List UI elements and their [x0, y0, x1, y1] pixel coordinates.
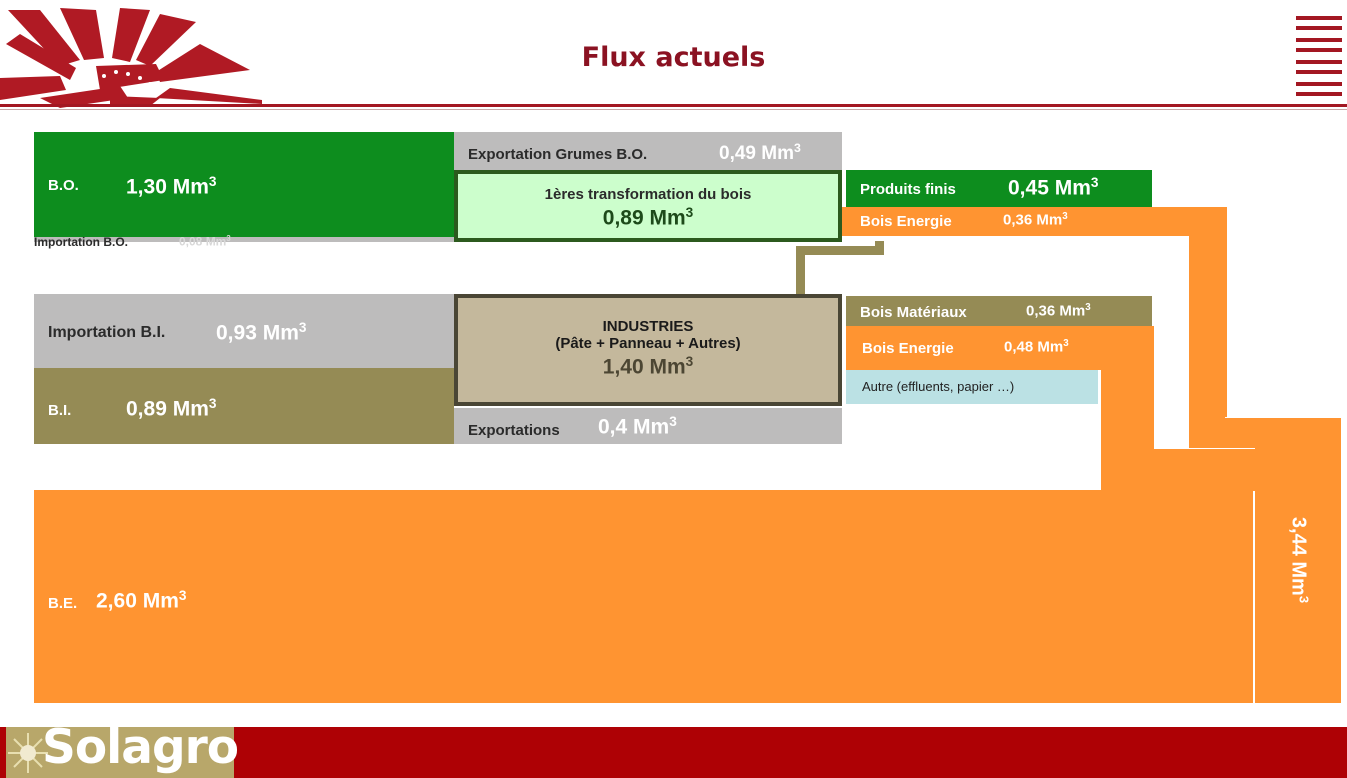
exportations-value: 0,4 Mm3	[598, 414, 677, 439]
industries-sublabel: (Pâte + Panneau + Autres)	[555, 335, 741, 352]
source-import-bi: Importation B.I. 0,93 Mm3	[34, 294, 454, 368]
export-grumes-label: Exportation Grumes B.O.	[468, 146, 648, 163]
flow-bois-energie-1-horizontal	[840, 207, 1227, 236]
total-box: 3,44 Mm3	[1255, 418, 1341, 703]
flow-connector-olive-right	[875, 241, 884, 255]
source-import-bo	[34, 237, 454, 242]
source-bo-label: B.O.	[48, 177, 79, 194]
flow-separator	[1225, 417, 1255, 418]
source-bo-value: 1,30 Mm3	[126, 174, 217, 199]
export-grumes: Exportation Grumes B.O. 0,49 Mm3	[454, 132, 842, 170]
sun-icon	[8, 733, 48, 773]
menu-icon[interactable]	[1296, 16, 1342, 96]
flow-connector-olive	[796, 246, 884, 255]
output-bois-energie-1-value: 0,36 Mm3	[1003, 211, 1068, 229]
source-bi-value: 0,89 Mm3	[126, 396, 217, 421]
output-autre-label: Autre (effluents, papier …)	[862, 379, 1015, 394]
exportations: Exportations 0,4 Mm3	[454, 408, 842, 444]
export-grumes-value: 0,49 Mm3	[719, 141, 801, 164]
first-transformation-value: 0,89 Mm3	[602, 205, 694, 230]
output-bois-energie-2-label: Bois Energie	[862, 340, 954, 357]
source-be-label: B.E.	[48, 595, 78, 612]
solagro-logo-text: Solagro	[42, 720, 239, 775]
source-bi-label: B.I.	[48, 402, 72, 419]
source-import-bi-label: Importation B.I.	[48, 324, 166, 341]
source-be: B.E. 2,60 Mm3	[34, 490, 1253, 703]
flow-bois-energie-2-drop	[1101, 448, 1255, 491]
solagro-logo	[6, 727, 234, 778]
output-bois-energie-2: Bois Energie 0,48 Mm3	[846, 326, 1154, 370]
output-bois-energie-2-value: 0,48 Mm3	[1004, 338, 1069, 356]
first-transformation-box: 1ères transformation du bois 0,89 Mm3	[454, 170, 842, 242]
header-divider-thin	[0, 109, 1347, 110]
output-produits-finis-label: Produits finis	[860, 181, 956, 198]
flow-connector-olive-left	[796, 246, 805, 294]
page-title: Flux actuels	[581, 42, 766, 73]
total-value: 3,44 Mm3	[1287, 516, 1312, 604]
sunflower-logo-icon	[0, 8, 262, 108]
exportations-label: Exportations	[468, 422, 560, 439]
output-bois-energie-1-label: Bois Energie	[860, 213, 952, 230]
output-bois-materiaux: Bois Matériaux 0,36 Mm3	[846, 296, 1152, 326]
flow-bois-energie-1-drop	[1189, 417, 1255, 448]
source-bi: B.I. 0,89 Mm3	[34, 368, 454, 444]
flow-bois-energie-1-vertical	[1189, 207, 1227, 448]
first-transformation-label: 1ères transformation du bois	[544, 186, 752, 203]
industries-label: INDUSTRIES	[602, 318, 694, 335]
header-divider	[0, 104, 1347, 107]
source-bo: B.O. 1,30 Mm3	[34, 132, 454, 239]
source-be-value: 2,60 Mm3	[96, 588, 187, 613]
output-bois-materiaux-value: 0,36 Mm3	[1026, 302, 1091, 320]
output-produits-finis: Produits finis 0,45 Mm3	[846, 170, 1152, 207]
flow-separator	[1154, 448, 1255, 449]
source-import-bi-value: 0,93 Mm3	[216, 320, 307, 345]
output-bois-materiaux-label: Bois Matériaux	[860, 304, 967, 321]
industries-value: 1,40 Mm3	[602, 354, 694, 379]
industries-box: INDUSTRIES (Pâte + Panneau + Autres) 1,4…	[454, 294, 842, 406]
source-import-bo-label: Importation B.O.	[34, 235, 128, 249]
source-import-bo-value: 0,08 Mm3	[179, 234, 231, 249]
output-autre: Autre (effluents, papier …)	[846, 370, 1098, 404]
output-produits-finis-value: 0,45 Mm3	[1008, 175, 1099, 200]
